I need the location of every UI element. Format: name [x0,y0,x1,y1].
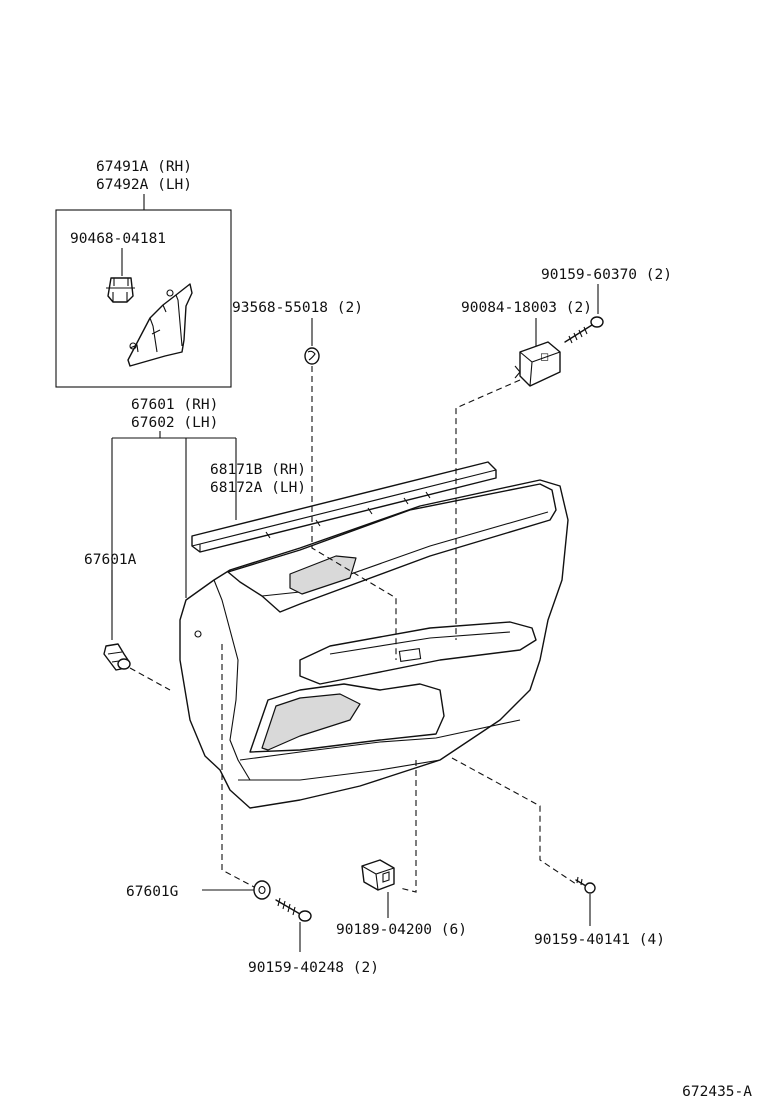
clip-90084-group: 90084-18003 (2) ◻ [461,300,592,387]
assembly-guide-lines [129,366,577,893]
svg-text:◻: ◻ [540,350,549,363]
screw-90159-40141-part [575,876,596,894]
door-panel-label-group: 67601 (RH) 67602 (LH) [111,397,237,610]
screw-90159-40141-label: 90159-40141 (4) [534,932,665,948]
armrest-base-group: 67491A (RH) 67492A (LH) 90468-04181 [55,159,232,388]
screw-90159-40248-label: 90159-40248 (2) [248,960,379,976]
clip-90084-label: 90084-18003 (2) [461,300,592,316]
screw-90159-40248-group: 90159-40248 (2) [248,897,379,976]
weatherstrip-rh-label: 68171B (RH) [210,462,306,478]
diagram-id: 672435-A [682,1084,752,1100]
cover-67601g-label: 67601G [126,884,178,900]
screw-90159-60370-group: 90159-60370 (2) [541,267,672,344]
nut-93568-group: 93568-55018 (2) [232,300,363,365]
weatherstrip-lh-label: 68172A (LH) [210,480,306,496]
nut-93568-label: 93568-55018 (2) [232,300,363,316]
screw-90159-40248-part [275,897,312,922]
clip-90189-label: 90189-04200 (6) [336,922,467,938]
armrest-base-part [127,283,193,367]
weatherstrip-group: 68171B (RH) 68172A (LH) [191,461,497,553]
clip-90468-label: 90468-04181 [70,231,166,247]
clip-67601a-group: 67601A [84,552,137,671]
clip-90084-part: ◻ [514,341,561,387]
weatherstrip-part [191,461,497,553]
armrest-base-lh-label: 67492A (LH) [96,177,192,193]
panel-rh-label: 67601 (RH) [131,397,218,413]
clip-90189-group: 90189-04200 (6) [336,859,467,938]
panel-bracket-leader [111,431,237,610]
door-trim-panel-part [179,479,569,809]
clip-67601a-part [103,643,131,671]
clip-90468-part [106,277,135,303]
cover-67601g-group: 67601G [126,880,271,900]
nut-93568-part [304,347,320,365]
clip-90189-part [361,859,395,891]
screw-90159-40141-group: 90159-40141 (4) [534,876,665,948]
screw-90159-60370-label: 90159-60370 (2) [541,267,672,283]
panel-lh-label: 67602 (LH) [131,415,218,431]
cover-67601g-part [253,880,271,900]
armrest-inset-box [55,209,232,388]
clip-67601a-label: 67601A [84,552,137,568]
screw-90159-60370-part [564,316,604,344]
armrest-base-rh-label: 67491A (RH) [96,159,192,175]
